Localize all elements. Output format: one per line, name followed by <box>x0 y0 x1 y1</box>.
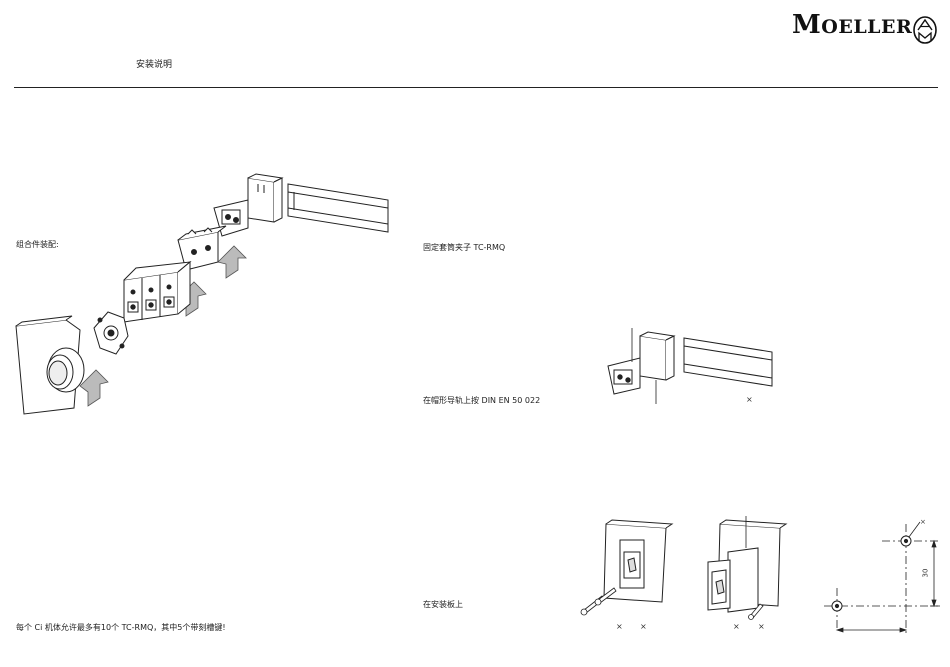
snap-caption: 固定套筒夹子 TC-RMQ <box>423 243 505 253</box>
brand-rest: OELLER <box>821 16 912 38</box>
mounting-hole-icon <box>832 536 911 611</box>
am-monogram-icon <box>912 16 938 44</box>
front-panel <box>16 316 84 414</box>
contact-blocks <box>124 262 190 322</box>
footer-note: 每个 Ci 机体允许最多有10个 TC-RMQ，其中5个带刻槽键! <box>16 623 226 633</box>
panel2-mark-x2: × <box>758 622 765 632</box>
hole-mark-x: × <box>920 517 926 527</box>
panel-mounting-drawing-2 <box>700 512 800 622</box>
hole-dimension-drawing <box>822 518 942 638</box>
exploded-assembly-drawing <box>12 170 402 420</box>
insertion-arrow-icon <box>218 246 246 278</box>
rail-mounting-drawing <box>600 322 780 412</box>
brand-initial: M <box>792 10 821 40</box>
panel1-mark-x2: × <box>640 622 647 632</box>
rail-mark-x: × <box>746 395 753 405</box>
dimension-vertical: 30 <box>920 569 930 578</box>
header-rule <box>14 87 938 88</box>
section-title: 安装说明 <box>136 60 172 70</box>
rail-caption: 在帽形导轨上按 DIN EN 50 022 <box>423 396 540 406</box>
screw-icon <box>581 588 616 615</box>
panel-mounting-drawing-1 <box>580 518 680 618</box>
brand-logo: MOELLER <box>792 10 912 40</box>
panel1-mark-x1: × <box>616 622 623 632</box>
panel-caption: 在安装板上 <box>423 600 463 610</box>
panel2-mark-x1: × <box>733 622 740 632</box>
insertion-arrow-icon <box>80 370 108 406</box>
din-rail <box>288 184 388 232</box>
fixing-adapter <box>94 312 128 354</box>
